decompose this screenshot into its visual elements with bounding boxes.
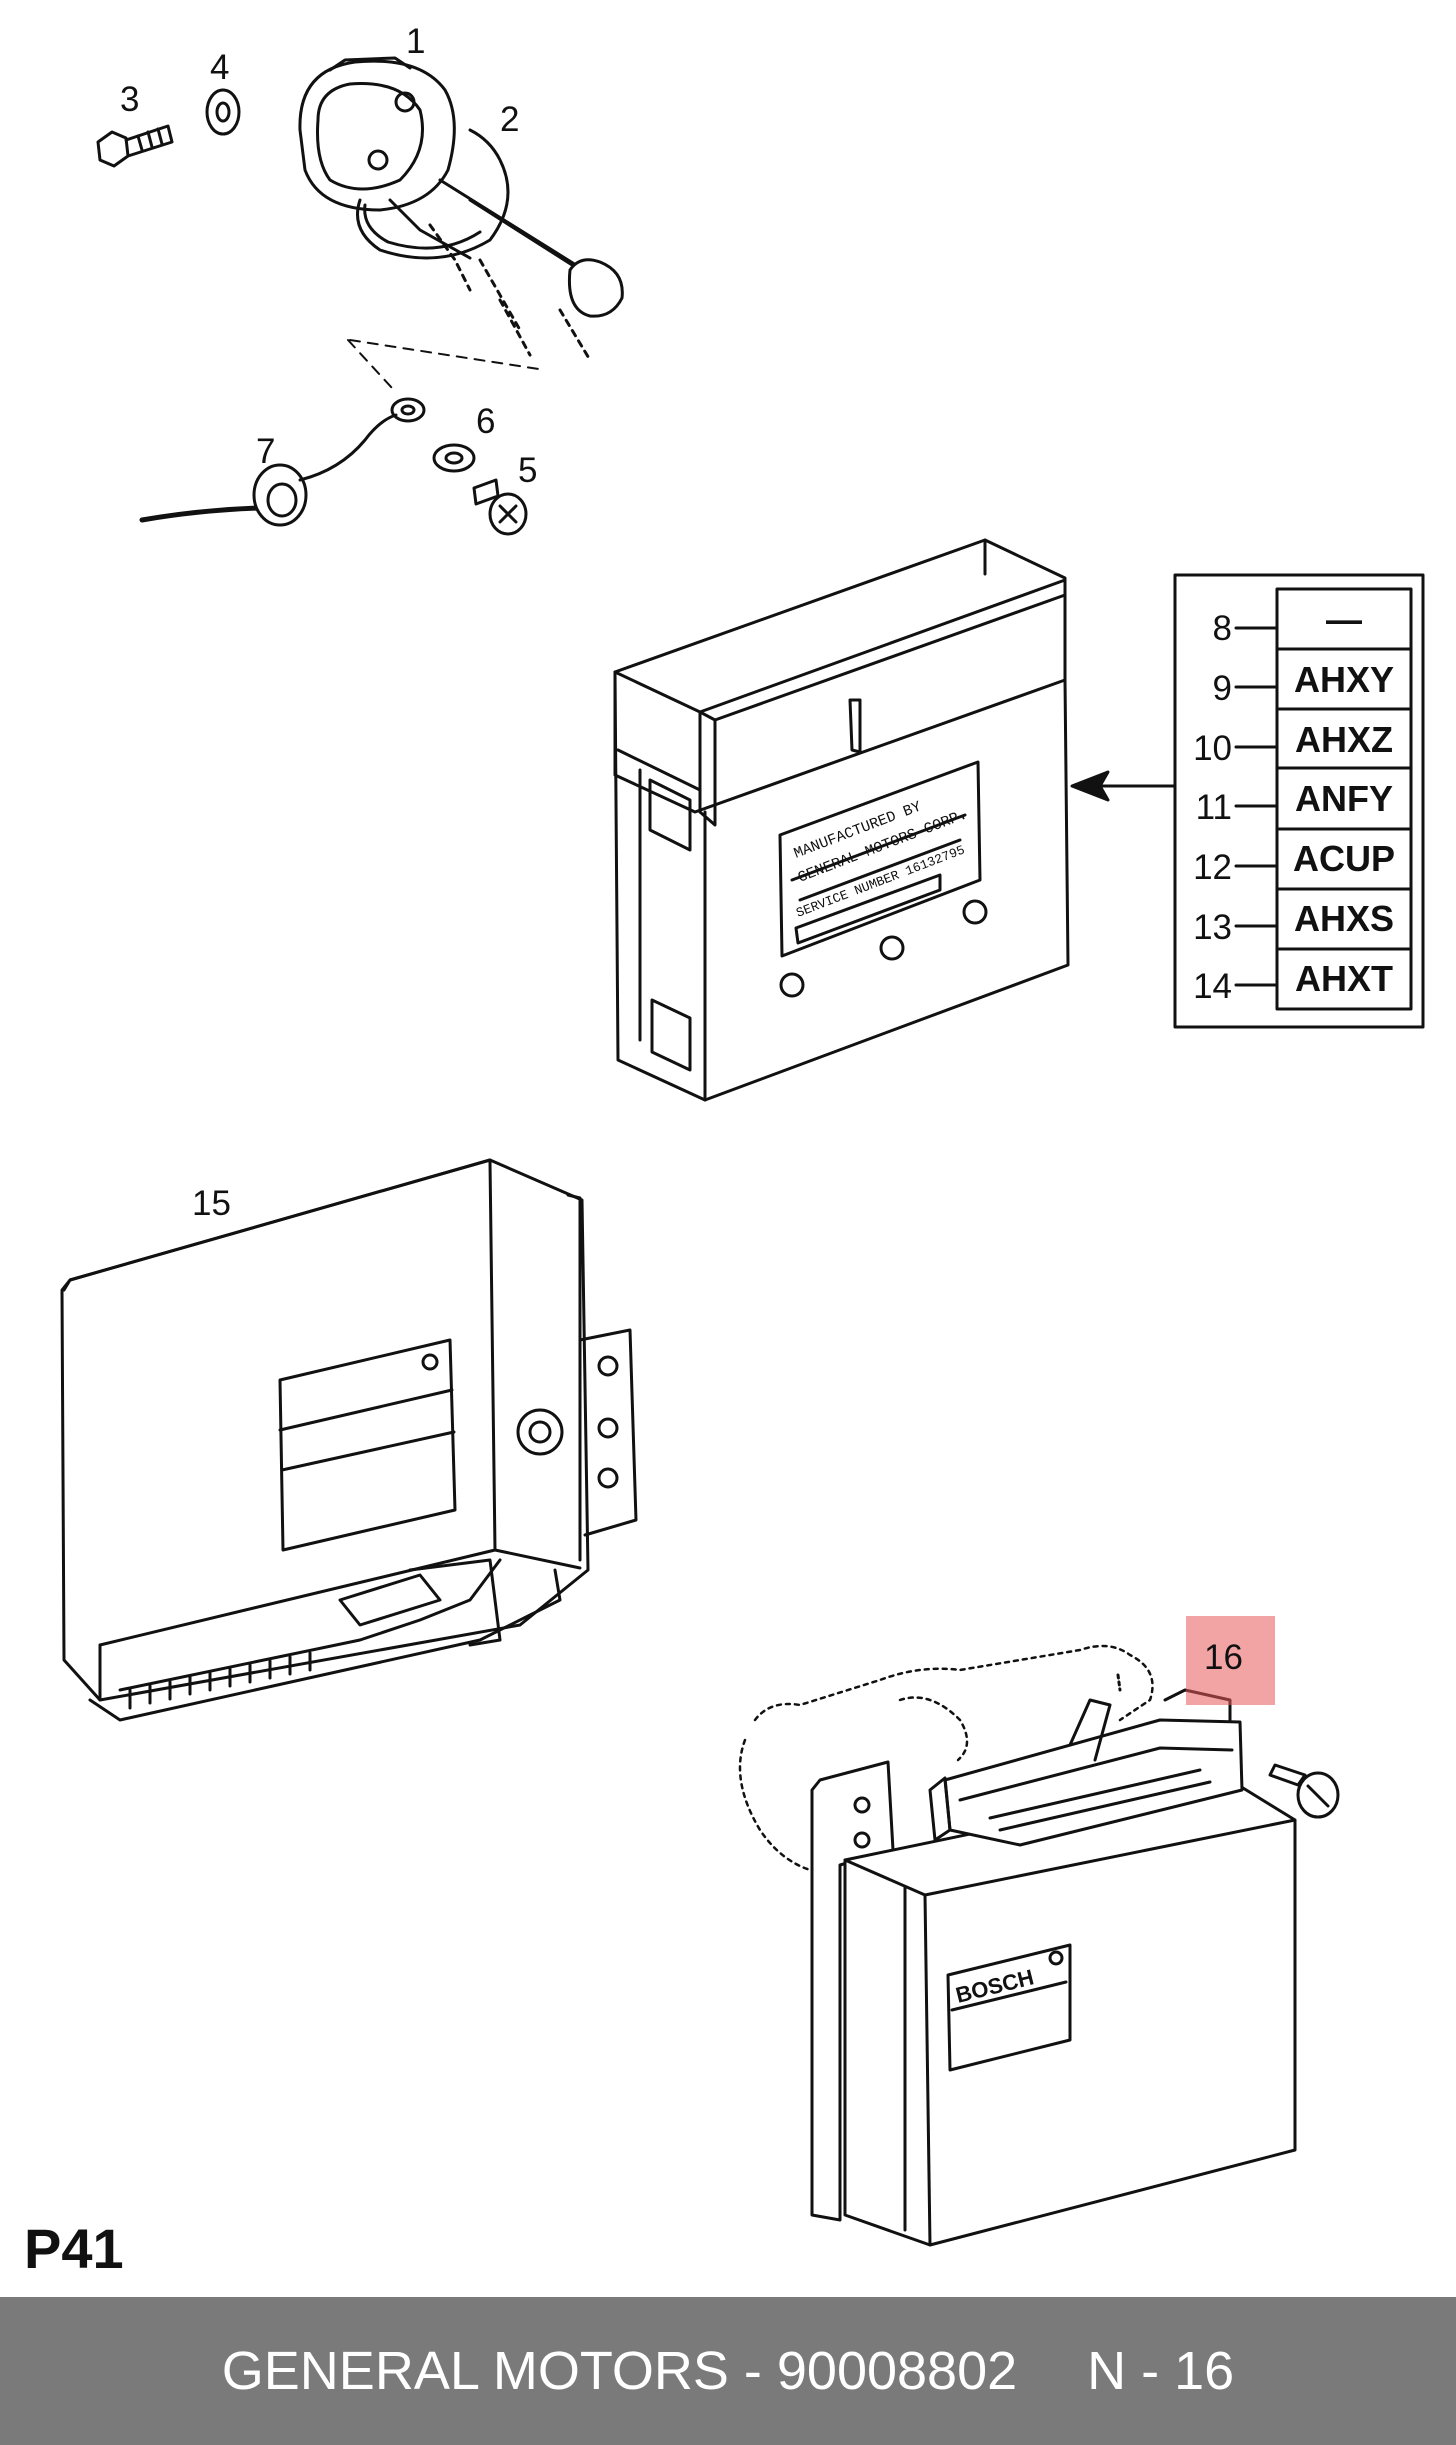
table-row-code: ANFY [1295, 777, 1393, 819]
callout-3: 3 [120, 80, 140, 119]
table-row-number: 11 [1195, 788, 1232, 827]
ecu-module [613, 538, 1070, 1102]
callout-4: 4 [210, 48, 230, 87]
bolt-part-3 [96, 124, 174, 168]
footer-page-label: N - 16 [1087, 2341, 1235, 2401]
callout-16: 16 [1204, 1638, 1243, 1677]
highlight-part-16 [1186, 1616, 1275, 1705]
page-code: P41 [24, 2217, 124, 2280]
table-row-number: 14 [1193, 967, 1232, 1006]
table-row-number: 10 [1193, 729, 1232, 768]
callout-7: 7 [256, 432, 276, 471]
callout-15: 15 [192, 1184, 231, 1223]
pointer-arrow [1070, 770, 1177, 802]
callout-6: 6 [476, 402, 496, 441]
footer-bar: GENERAL MOTORS - 90008802 N - 16 [0, 2297, 1456, 2445]
leader-lines-top [347, 339, 546, 389]
callout-5: 5 [518, 451, 538, 490]
table-row-code: ACUP [1292, 837, 1395, 879]
ecu-module-part-16 [738, 1644, 1340, 2247]
grommet-cable-part-7 [139, 397, 426, 527]
washer-part-6 [432, 443, 476, 473]
table-row-number: 12 [1193, 848, 1232, 887]
table-row-code: AHXS [1293, 897, 1395, 939]
table-row-code: — [1326, 598, 1362, 640]
table-row-number: 13 [1193, 908, 1232, 947]
table-row-code: AHXZ [1295, 718, 1393, 760]
table-row-code: AHXT [1295, 957, 1393, 999]
screw-part-5 [472, 478, 528, 536]
variant-table-frame [1173, 573, 1425, 1029]
table-row-number: 8 [1212, 609, 1232, 648]
callout-1: 1 [406, 22, 426, 61]
footer-separator: - [743, 2341, 762, 2401]
washer-part-4 [205, 88, 241, 136]
table-row-code: AHXY [1293, 658, 1395, 700]
table-row-number: 9 [1212, 669, 1232, 708]
callout-2: 2 [500, 100, 520, 139]
ecu-module-part-15 [60, 1158, 638, 1722]
sensor-assembly-part-1-2 [298, 56, 624, 362]
footer-brand: GENERAL MOTORS [221, 2341, 729, 2401]
footer-part-number: 90008802 [776, 2341, 1018, 2401]
